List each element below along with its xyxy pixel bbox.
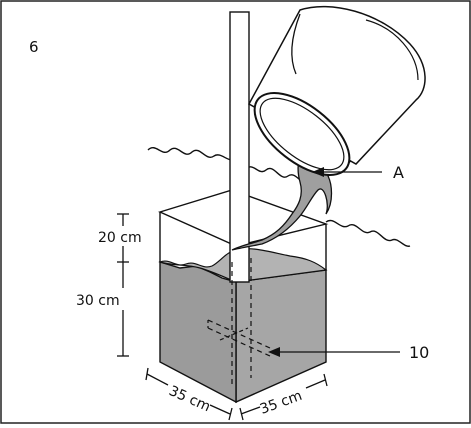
concrete-front-face xyxy=(159,261,237,404)
dim-upper-label: 20 cm xyxy=(98,230,142,246)
dim-width-left-label: 35 cm xyxy=(166,383,212,415)
post xyxy=(229,11,250,283)
dim-width-left-end xyxy=(228,407,233,421)
step-number: 6 xyxy=(29,38,39,56)
dim-lower-label: 30 cm xyxy=(76,293,120,309)
dim-width-right-line-b xyxy=(305,379,326,389)
dim-width-right-end xyxy=(323,373,328,387)
crossbar-hidden-cross xyxy=(219,327,249,341)
bucket-rim xyxy=(253,92,351,176)
concrete-side-face xyxy=(235,269,327,404)
bucket-handle xyxy=(291,13,301,75)
ground-line-left xyxy=(147,147,233,161)
dim-width-left-line xyxy=(146,373,169,386)
callout-arrow-a xyxy=(312,167,324,177)
dim-width-right-label: 35 cm xyxy=(258,388,304,418)
bucket xyxy=(247,5,426,176)
crossbar-hidden-bottom xyxy=(207,327,271,357)
callout-label-10: 10 xyxy=(409,343,429,362)
crossbar-hidden-top xyxy=(207,319,271,349)
bucket-rim-inner xyxy=(259,97,345,171)
callout-label-a: A xyxy=(393,163,404,182)
callout-arrow-10 xyxy=(268,347,280,357)
dim-width-left-line-b xyxy=(209,404,231,415)
bucket-rib xyxy=(365,19,419,81)
ground-line-far-right xyxy=(325,219,411,247)
dim-width-right-line xyxy=(240,406,261,415)
